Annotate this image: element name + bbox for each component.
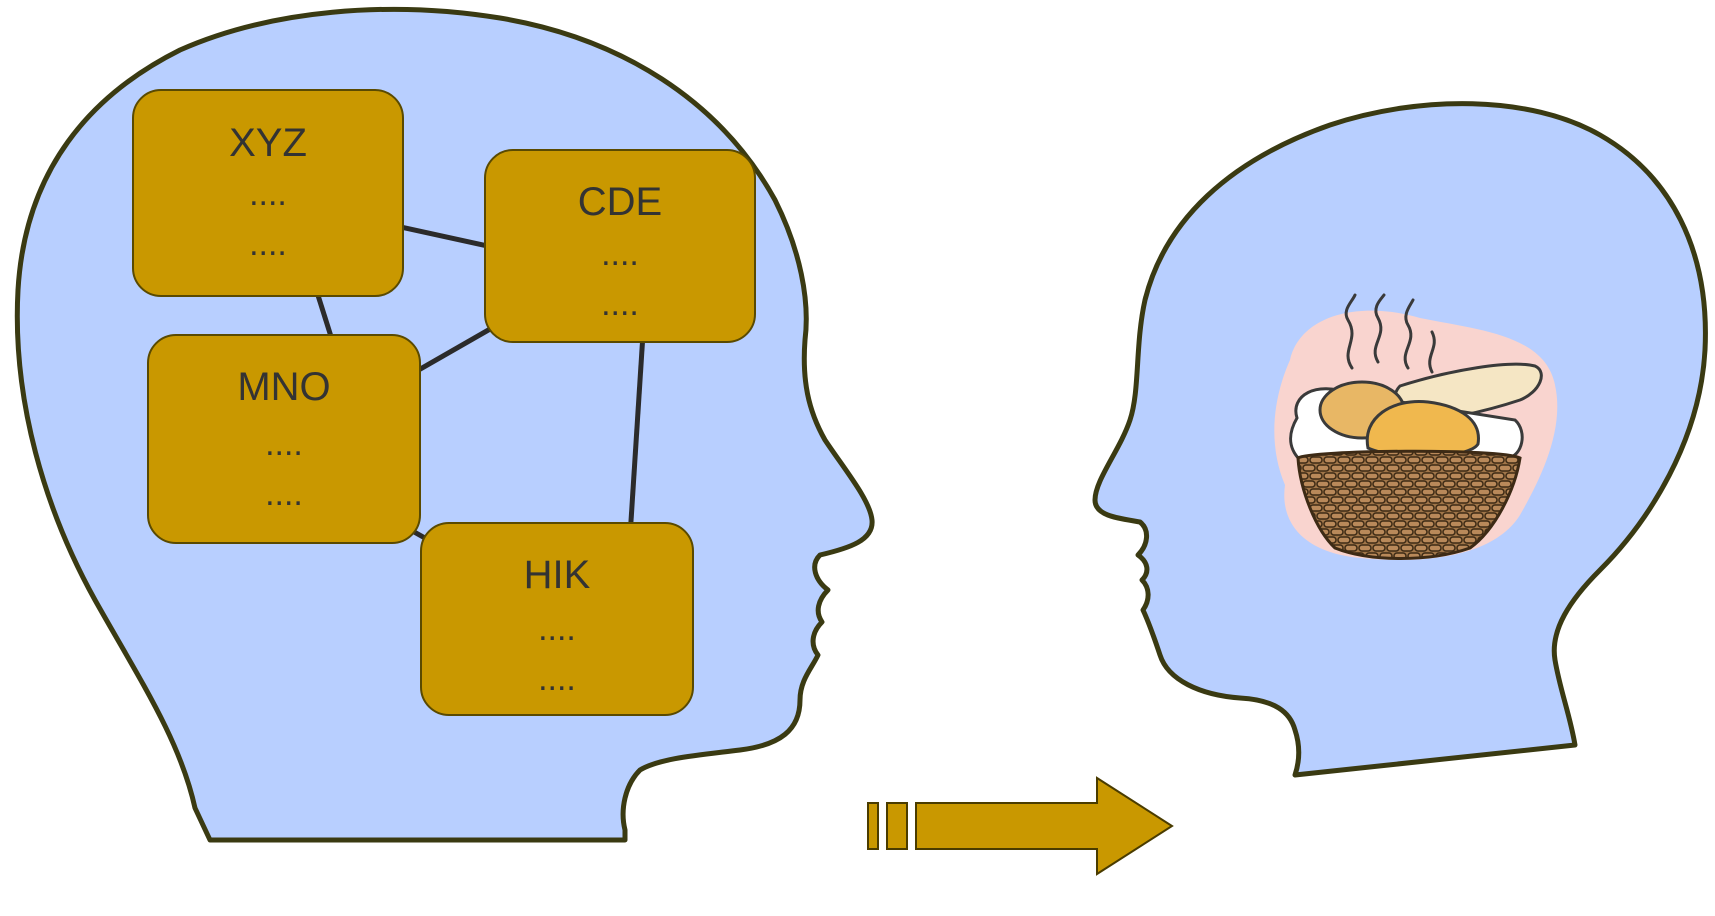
bread-basket-icon <box>1274 293 1558 561</box>
concept-box-line: .... <box>249 175 287 213</box>
concept-box-line: .... <box>265 425 303 463</box>
concept-box-line: .... <box>249 225 287 263</box>
right-arrow-icon <box>867 776 1174 876</box>
concept-box-line: .... <box>265 475 303 513</box>
steam-icon <box>1344 293 1436 374</box>
concept-box-title: MNO <box>237 365 330 409</box>
concept-box-hik: HIK .... .... <box>420 522 694 716</box>
concept-box-title: CDE <box>578 180 662 224</box>
concept-box-title: XYZ <box>229 121 307 165</box>
concept-box-line: .... <box>538 610 576 648</box>
concept-box-line: .... <box>601 285 639 323</box>
concept-box-title: HIK <box>524 553 591 597</box>
concept-box-xyz: XYZ .... .... <box>132 89 404 297</box>
concept-box-line: .... <box>538 660 576 698</box>
concept-box-cde: CDE .... .... <box>484 149 756 343</box>
concept-box-mno: MNO .... .... <box>147 334 421 544</box>
concept-box-line: .... <box>601 235 639 273</box>
